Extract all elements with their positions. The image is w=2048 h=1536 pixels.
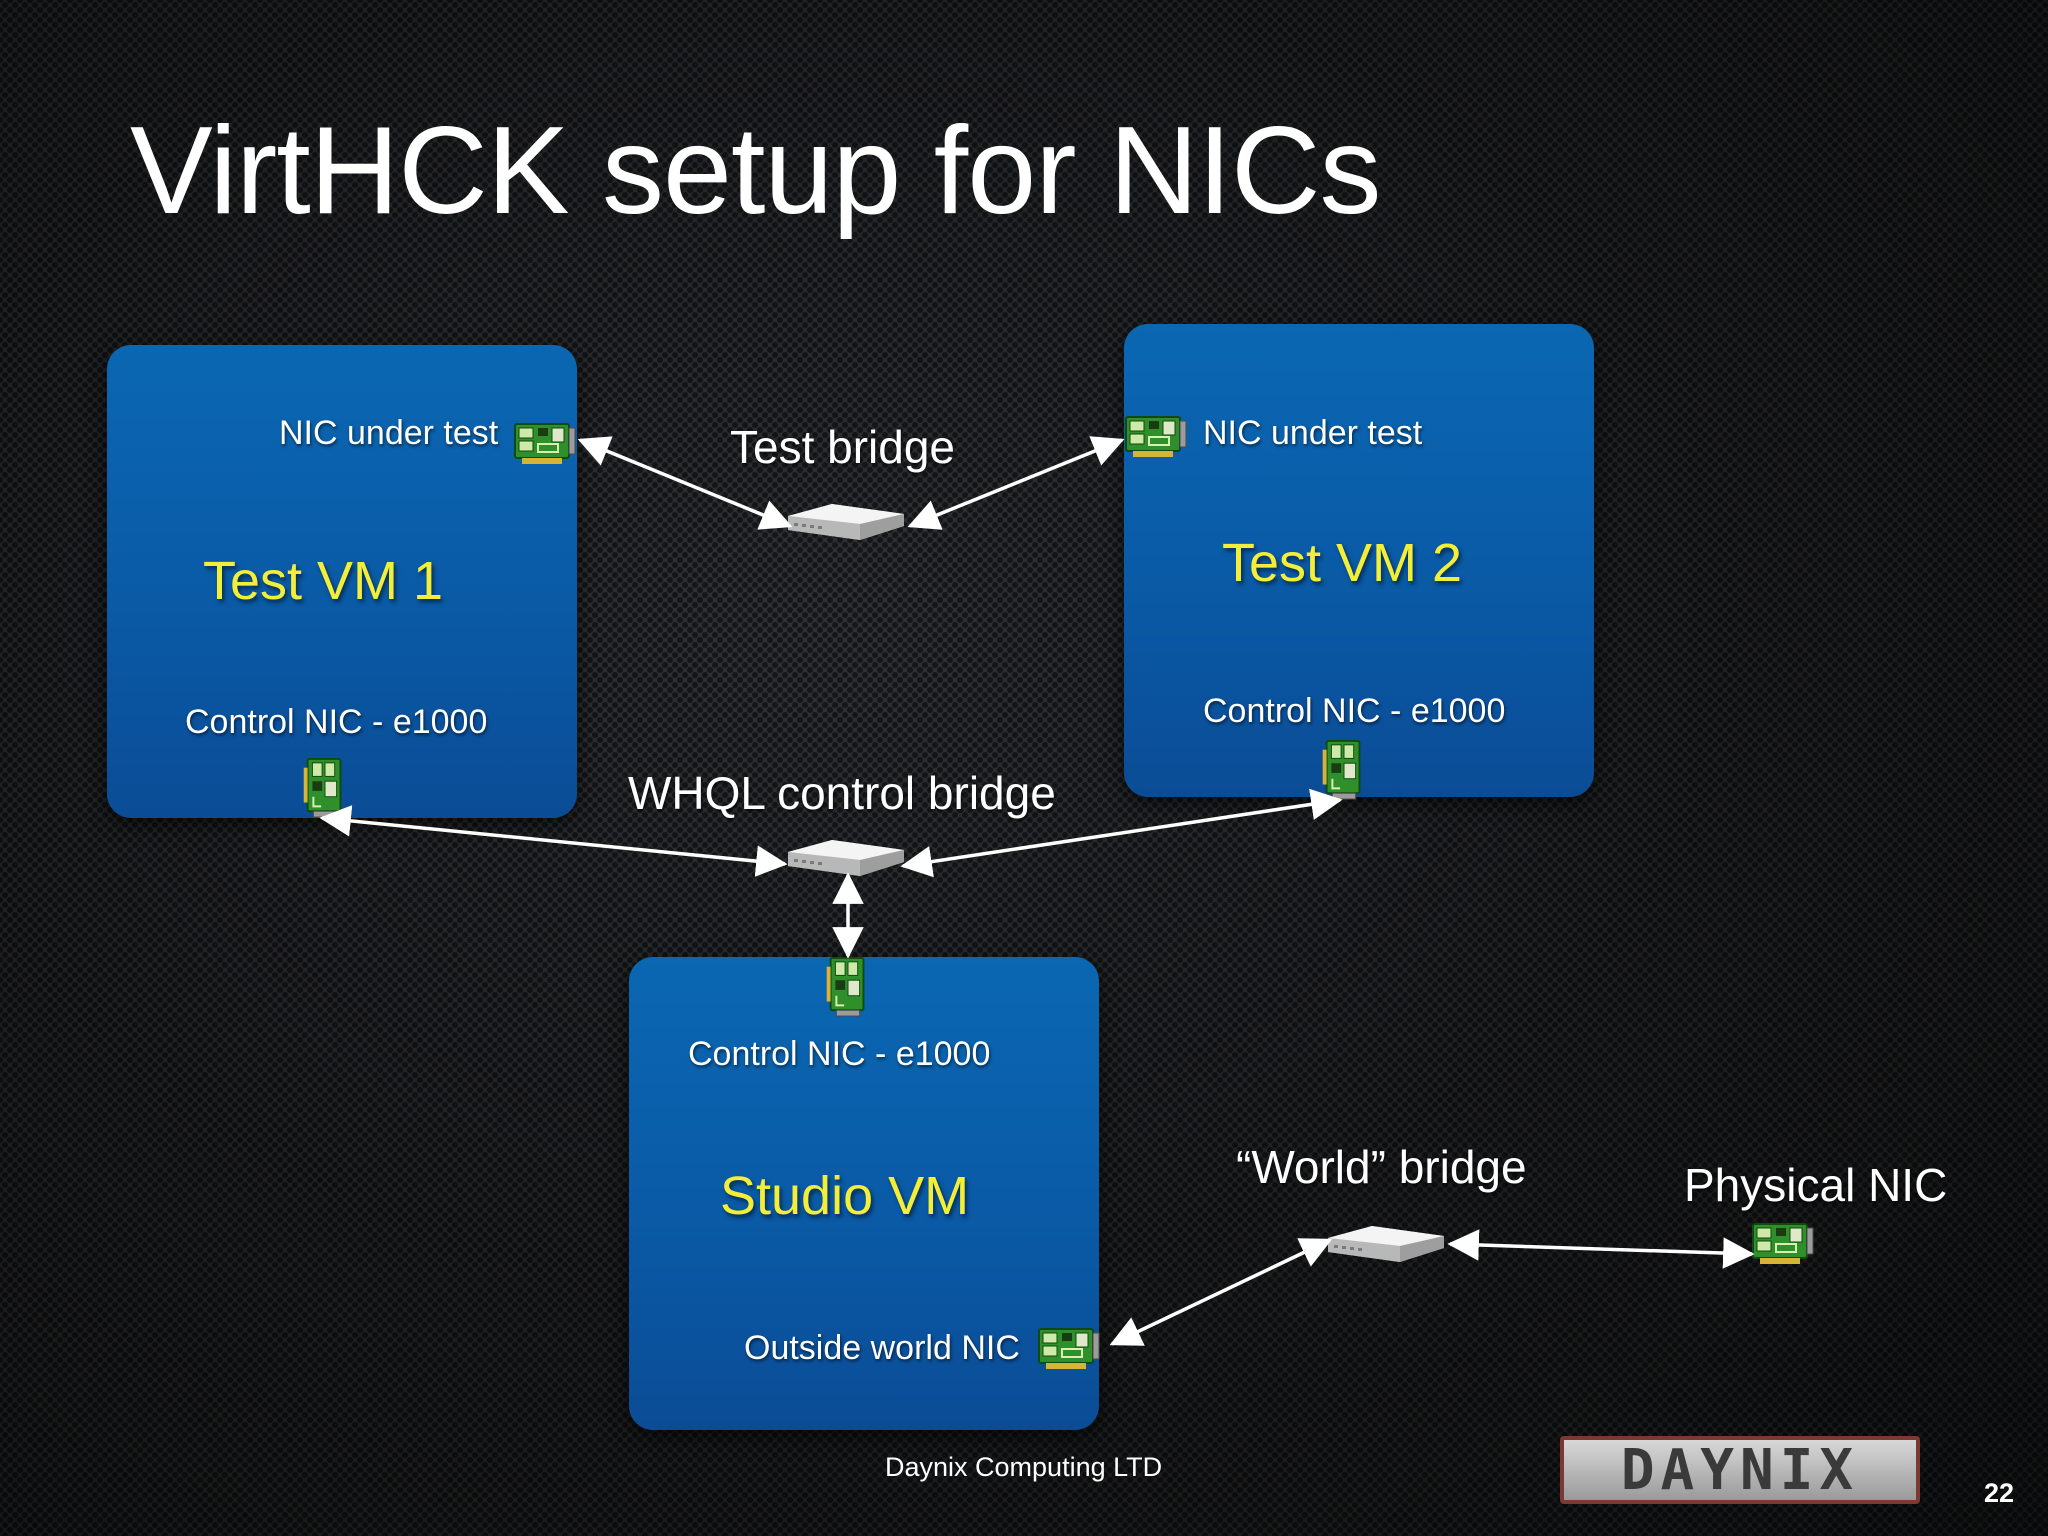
test-vm-2-title: Test VM 2 [1222, 533, 1463, 593]
world-bridge-label: “World” bridge [1236, 1141, 1527, 1193]
page-number: 22 [1984, 1478, 2015, 1508]
test-vm-1-nic-under-test-label: NIC under test [279, 414, 499, 452]
test-vm-2-box [1124, 324, 1594, 797]
link-test-bridge-vm2 [907, 436, 1125, 530]
link-studio-world-bridge [1109, 1238, 1333, 1346]
slide-title: VirtHCK setup for NICs [130, 102, 1382, 240]
studio-vm-control-nic-label: Control NIC - e1000 [688, 1035, 991, 1073]
link-vm1-test-bridge [577, 436, 793, 530]
daynix-logo: DAYNIX [1560, 1436, 1920, 1504]
test-vm-2-nic-under-test-label: NIC under test [1203, 414, 1423, 452]
test-vm-1-control-nic-label: Control NIC - e1000 [185, 703, 488, 741]
link-world-bridge-physical [1447, 1229, 1755, 1269]
test-vm-1-title: Test VM 1 [203, 551, 444, 611]
studio-vm-title: Studio VM [720, 1166, 970, 1226]
footer-company: Daynix Computing LTD [885, 1452, 1163, 1482]
physical-nic-label: Physical NIC [1684, 1159, 1948, 1211]
test-vm-2-control-nic-label: Control NIC - e1000 [1203, 692, 1506, 730]
studio-vm-outside-nic-label: Outside world NIC [744, 1329, 1020, 1367]
link-control-bridge-vm2 [900, 788, 1343, 878]
test-vm-1-box [107, 345, 577, 818]
link-vm1-control-bridge [319, 805, 788, 877]
studio-vm-box [629, 957, 1099, 1430]
